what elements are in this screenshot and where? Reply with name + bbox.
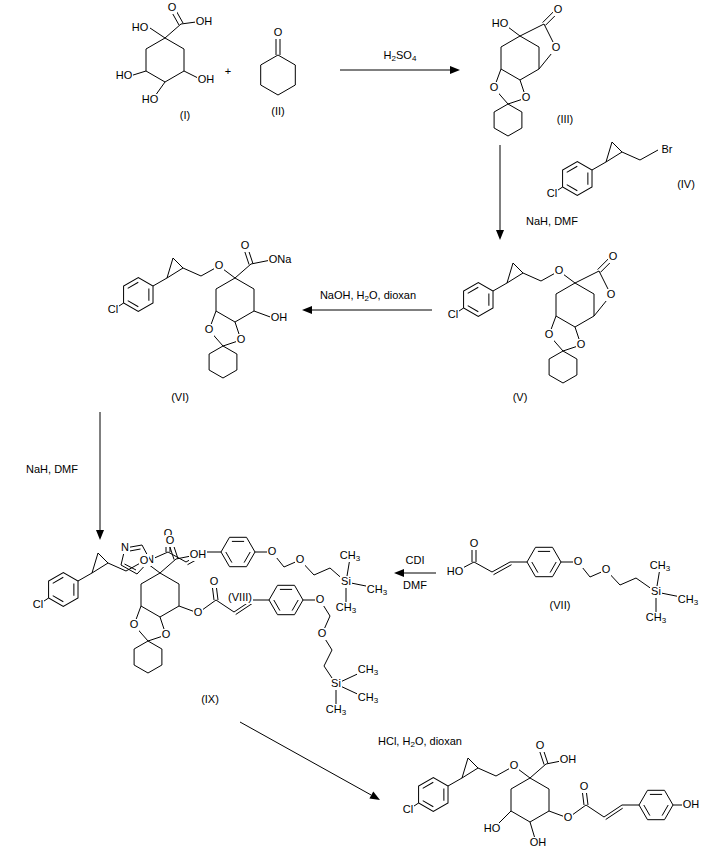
acyl-imidazole-structure [121,536,376,606]
quinic-acid-structure [130,7,198,96]
atom-label: O [544,329,555,341]
atom-label: HO [446,566,465,578]
atom-label: O [317,628,328,640]
atom-label: O [554,265,565,277]
atom-label: Cl [107,304,119,316]
atom-label: OH [559,754,578,766]
atom-label: O [608,251,619,263]
atom-label: HO [483,823,502,835]
compound-number: (VIII) [227,592,253,604]
atom-label: O [273,27,284,39]
atom-label: ONa [268,254,293,266]
reagent-label: NaH, DMF [525,216,579,228]
compound-number: (V) [512,392,529,404]
atom-label: O [551,42,562,54]
atom-label: O [521,92,532,104]
atom-label: CH3 [645,612,667,624]
compound-number: (VII) [549,600,572,612]
compound-number: (IX) [200,694,220,706]
plus-sign: + [224,66,232,78]
atom-label: O [161,629,172,641]
atom-label: CH3 [649,560,671,572]
atom-label: O [165,535,176,547]
atom-label: O [267,546,278,558]
atom-label: HO [115,70,134,82]
atom-label: O [315,594,326,606]
atom-label: Br [661,144,674,156]
compound-number: (II) [270,106,285,118]
arrow-head [96,66,504,800]
atom-label: O [606,289,617,301]
cinnamic-acid-structure [455,546,686,616]
compound-number: (VI) [170,392,190,404]
reagent-label: H2SO4 [383,50,418,62]
atom-label: O [553,4,564,16]
atom-label: O [193,607,204,619]
reagent-label: NaOH, H2O, dioxan [319,290,417,302]
atom-label: N [120,542,130,554]
atom-label: O [240,240,251,252]
atom-label: HO [141,94,160,106]
atom-label: Cl [546,188,558,200]
atom-label: O [236,334,247,346]
atom-label: Cl [32,599,44,611]
reagent-label: HCl, H2O, dioxan [377,736,463,748]
compound-number: (III) [556,114,575,126]
atom-label: O [509,760,520,772]
atom-label: O [129,619,140,631]
cyclohexanone-structure [261,38,296,95]
atom-label: O [489,82,500,94]
atom-label: OH [189,549,208,561]
reagent-label: NaH, DMF [25,464,79,476]
atom-label: O [563,812,574,824]
atom-label: CH3 [335,602,357,614]
atom-label: O [204,324,215,336]
atom-label: CH3 [339,550,361,562]
atom-label: O [576,339,587,351]
sodium-salt-structure [113,245,273,378]
reagent-label: CDI [405,555,426,567]
atom-label: O [469,538,480,550]
atom-label: CH3 [357,692,379,704]
atom-label: O [167,2,178,14]
atom-label: OH [195,16,214,28]
atom-label: O [209,576,220,588]
atom-label: Si [330,678,342,690]
atom-label: Cl [447,309,459,321]
ester-structure [38,540,366,708]
atom-label: OH [270,312,289,324]
atom-label: O [214,260,225,272]
atom-label: O [573,556,584,568]
product-structure [408,745,690,842]
ether-lactone-structure [453,256,614,383]
atom-label: OH [682,799,701,811]
atom-label: Si [650,586,662,598]
atom-label: CH3 [366,584,388,596]
reagent-label: DMF [402,580,428,592]
atom-label: CH3 [677,594,699,606]
bromide-structure [552,142,658,200]
atom-label: HO [491,18,510,30]
atom-label: O [601,564,612,576]
reaction-arrow [100,70,500,795]
atom-label: CH3 [357,664,379,676]
atom-label: Cl [402,804,414,816]
compound-number: (I) [179,110,191,122]
atom-label: O [295,554,306,566]
atom-label: OH [529,837,548,849]
compound-number: (IV) [676,179,696,191]
atom-label: O [579,781,590,793]
atom-label: Si [340,576,352,588]
atom-label: OH [197,74,216,86]
atom-label: O [535,740,546,752]
atom-label: O [139,555,150,567]
atom-label: HO [131,22,150,34]
atom-label: CH3 [325,704,347,716]
